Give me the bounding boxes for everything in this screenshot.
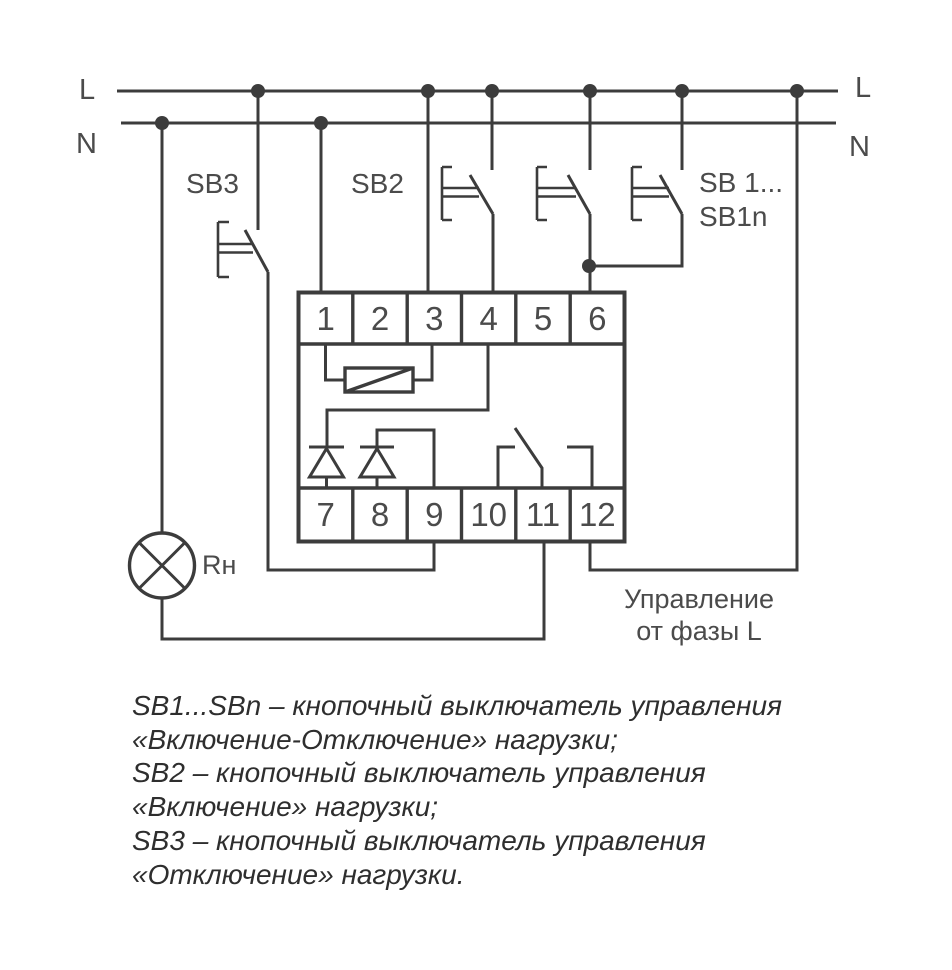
device-internals: [306, 344, 594, 488]
load-lamp: Rн: [127, 123, 546, 641]
terminal-number: 9: [425, 496, 443, 533]
control-note-line2: от фазы L: [636, 616, 762, 646]
terminal-number: 7: [317, 496, 335, 533]
neutral-rail: N N: [76, 121, 870, 163]
sb1-contact-blade: [566, 174, 592, 215]
diode2-icon: [357, 445, 397, 479]
terminal-number: 6: [588, 300, 606, 337]
bottom-terminal-row: [298, 486, 625, 542]
sb3-label: SB3: [186, 168, 239, 199]
terminal-number: 2: [371, 300, 389, 337]
load-label: Rн: [202, 550, 236, 580]
phase-to-terminal12-wire: [588, 91, 799, 572]
sb1-group-label-line2: SB1n: [699, 201, 768, 232]
legend-line: «Отключение» нагрузки.: [132, 859, 464, 890]
lamp-to-terminal11-wire: [160, 542, 546, 641]
sb1-actuator-icon: [535, 165, 576, 222]
sb2-contact-blade: [468, 174, 495, 215]
terminal-number: 3: [425, 300, 443, 337]
legend-block: SB1...SBn – кнопочный выключатель управл…: [132, 690, 782, 890]
legend-line: SB3 – кнопочный выключатель управления: [132, 825, 706, 856]
legend-line: «Включение-Отключение» нагрузки;: [132, 724, 618, 755]
sb3-contact-blade: [243, 229, 270, 273]
relay-coil-diagonal: [344, 366, 414, 394]
terminal-number: 12: [579, 496, 616, 533]
lamp-cross-icon: [137, 541, 187, 590]
sb1n-contact-blade: [658, 174, 684, 215]
neutral-label-right: N: [849, 131, 870, 163]
terminal1-coil-wire: [324, 344, 345, 382]
pushbutton-sb1n: SB 1... SB1n: [589, 91, 783, 268]
terminal-number: 10: [470, 496, 507, 533]
phase-label-right: L: [855, 72, 871, 104]
neutral-label-left: N: [76, 128, 97, 160]
terminal-number: 1: [317, 300, 335, 337]
legend-line: SB1...SBn – кнопочный выключатель управл…: [132, 690, 782, 721]
device-box: 1 2 3 4 5 6 7 8 9 10 11 12: [296, 290, 627, 544]
coil-terminal3-wire: [413, 344, 434, 382]
sb1n-output-wire: [589, 214, 684, 268]
terminal-number: 8: [371, 496, 389, 533]
sb3-output-wire: [266, 272, 436, 572]
supply-wires: [319, 91, 799, 572]
phase-rail: L L: [79, 72, 871, 106]
sb3-actuator-icon: [216, 220, 253, 279]
terminal9-diode2-wire: [375, 428, 436, 488]
sb1n-actuator-icon: [630, 165, 669, 222]
contact-blade-terminal11: [513, 427, 544, 488]
sb2-actuator-icon: [440, 165, 479, 222]
pushbutton-sb3: SB3: [186, 91, 436, 572]
sb1-group-label-line1: SB 1...: [699, 167, 783, 198]
legend-line: SB2 – кнопочный выключатель управления: [132, 757, 706, 788]
pushbutton-sb1: [535, 91, 592, 292]
legend-line: «Включение» нагрузки;: [132, 791, 438, 822]
terminal-number: 11: [526, 496, 560, 533]
pushbutton-sb2: SB2: [351, 91, 495, 292]
diode1-icon: [306, 445, 347, 479]
sb2-label: SB2: [351, 168, 404, 199]
contact-terminal12-hook: [567, 445, 594, 488]
control-note-line1: Управление: [624, 584, 774, 614]
terminal4-diode1-wire: [325, 344, 490, 447]
terminal-number: 5: [534, 300, 552, 337]
control-note: Управление от фазы L: [624, 584, 774, 646]
contact-terminal10-hook: [496, 445, 515, 488]
top-terminal-row: [298, 292, 625, 346]
phase-label-left: L: [79, 74, 95, 106]
terminal-number: 4: [480, 300, 498, 337]
